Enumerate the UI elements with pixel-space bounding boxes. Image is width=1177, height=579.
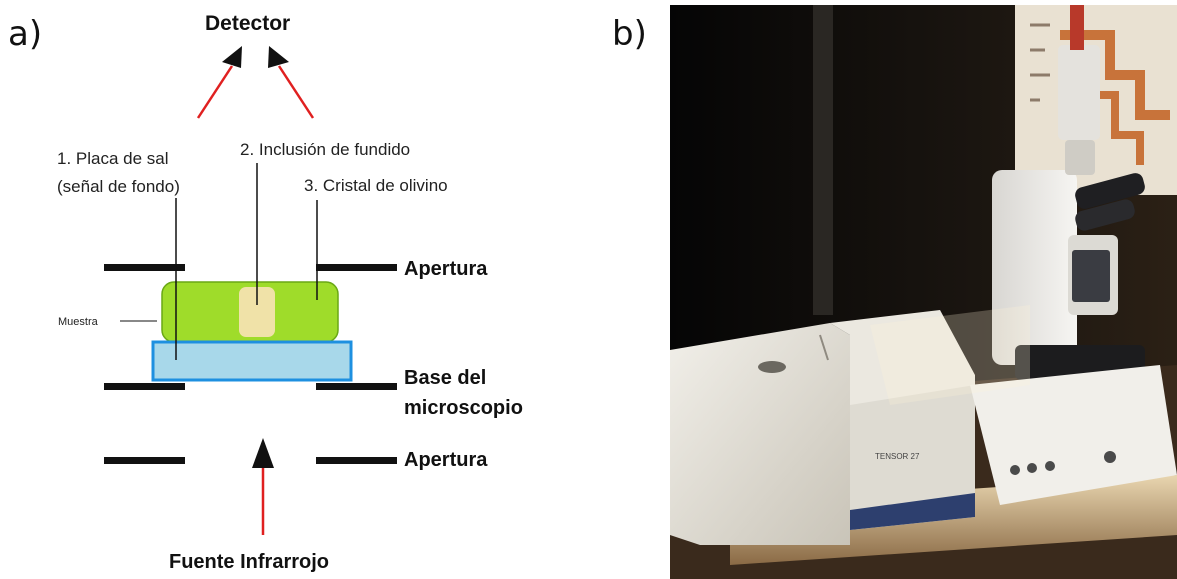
spectrometer-blue-band: [850, 493, 975, 530]
aperture-top-right-bar: [316, 264, 397, 271]
ray-left: [196, 65, 234, 119]
base-left-bar: [104, 383, 185, 390]
crystal-label: 3. Cristal de olivino: [304, 176, 448, 195]
spectrometer-left-cover: [670, 323, 850, 545]
sample-label: Muestra: [58, 316, 99, 328]
aperture-bottom-label: Apertura: [404, 449, 488, 471]
instrument-photo: TENSOR 27: [670, 5, 1177, 579]
panel-label-b: b): [612, 14, 647, 54]
salt-plate-label-1: 1. Placa de sal: [57, 149, 169, 168]
instrument-photo-illustration: TENSOR 27: [670, 5, 1177, 579]
instrument-label: TENSOR 27: [875, 452, 920, 461]
wall-pipe: [813, 5, 833, 315]
base-label-2: microscopio: [404, 397, 523, 419]
ray-right: [277, 65, 315, 119]
ftir-microscope-diagram: Detector 1. Placa de sal (señal de fondo…: [57, 12, 523, 573]
microscope-base: [970, 365, 1177, 505]
aperture-top-label: Apertura: [404, 258, 488, 280]
aperture-bottom-left-bar: [104, 457, 185, 464]
source-label: Fuente Infrarrojo: [169, 551, 329, 573]
eyepiece-icon: [1075, 173, 1145, 209]
melt-inclusion: [239, 287, 275, 337]
inclusion-label: 2. Inclusión de fundido: [240, 140, 410, 159]
detector-arrow-left-icon: [222, 46, 242, 68]
aperture-top-left-bar: [104, 264, 185, 271]
panel-label-a: a): [8, 14, 43, 54]
microscope-screen: [1072, 250, 1110, 302]
detector-label: Detector: [205, 12, 290, 35]
detector-arrow-right-icon: [268, 46, 289, 68]
microscope-body: [992, 170, 1077, 365]
base-label-1: Base del: [404, 367, 486, 389]
aperture-bottom-right-bar: [316, 457, 397, 464]
microscope-camera: [1058, 45, 1100, 140]
salt-plate: [151, 340, 353, 382]
salt-plate-label-2: (señal de fondo): [57, 177, 180, 196]
source-arrow-up-icon: [252, 438, 274, 468]
base-right-bar: [316, 383, 397, 390]
